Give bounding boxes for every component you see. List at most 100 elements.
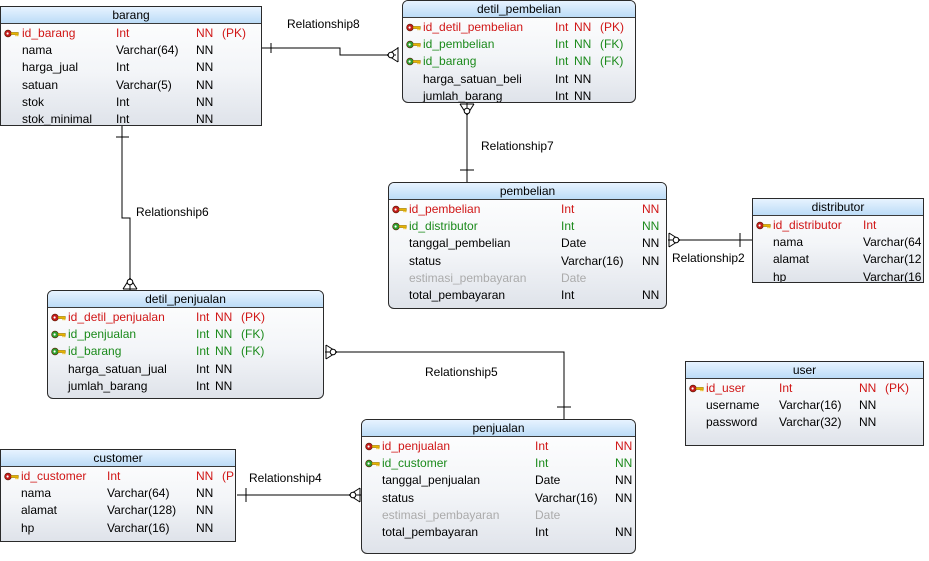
column-type: Date	[535, 473, 561, 488]
relationship2-line[interactable]	[668, 232, 752, 248]
primary-key-icon	[392, 205, 407, 214]
column-name: username	[706, 398, 760, 413]
customer-title: customer	[1, 450, 235, 467]
column-null: NN	[642, 219, 660, 234]
relationship4-line[interactable]	[237, 487, 361, 503]
column-name: nama	[22, 43, 53, 58]
relationship7-line[interactable]	[459, 103, 475, 182]
foreign-key-icon	[406, 58, 421, 66]
column-name: stok	[22, 94, 45, 109]
column-extra: (PK)	[600, 20, 624, 34]
column-null: NN	[574, 71, 592, 86]
column-type: Int	[555, 54, 569, 69]
primary-key-icon	[51, 313, 66, 322]
column-name: hp	[21, 520, 35, 535]
column-name: satuan	[22, 77, 59, 92]
relationship4-label: Relationship4	[249, 471, 322, 485]
detil_penjualan-title: detil_penjualan	[48, 291, 323, 308]
column-name: id_distributor	[773, 218, 842, 232]
column-name: alamat	[21, 503, 58, 518]
column-type: Int	[116, 94, 130, 109]
column-null: NN	[642, 236, 660, 251]
column-name: status	[382, 490, 415, 505]
column-name: id_customer	[382, 456, 448, 471]
column-name: stok_minimal	[22, 111, 93, 126]
column-type: Varchar(128)	[107, 503, 177, 518]
user-title: user	[686, 362, 923, 379]
column-type: Varchar(64)	[107, 486, 170, 501]
relationship6-line[interactable]	[116, 126, 138, 290]
column-type: Varchar(5)	[116, 77, 172, 92]
column-name: jumlah_barang	[423, 88, 503, 103]
column-type: Varchar(16)	[779, 398, 842, 413]
column-extra: (PK)	[885, 381, 909, 395]
column-name: password	[706, 415, 758, 430]
column-null: NN	[859, 398, 877, 413]
column-null: NN	[215, 327, 233, 342]
column-type: Varchar(64)	[116, 43, 179, 58]
relationship8-line[interactable]	[262, 43, 399, 63]
column-null: NN	[215, 361, 233, 376]
relationship5-line[interactable]	[325, 344, 571, 419]
column-type: Varchar(12	[863, 252, 922, 267]
column-extra: (FK)	[600, 54, 624, 69]
column-type: Varchar(16)	[107, 520, 170, 535]
foreign-key-icon	[406, 40, 421, 49]
column-null: NN	[859, 415, 877, 430]
foreign-key-icon	[392, 222, 407, 231]
column-type: Int	[555, 88, 569, 103]
primary-key-icon	[4, 472, 19, 481]
column-null: NN	[615, 490, 633, 505]
column-row[interactable]: username Varchar(16) NN	[686, 397, 923, 414]
primary-key-icon	[756, 221, 771, 230]
column-type: Varchar(64	[863, 235, 922, 250]
column-extra: (PI	[222, 469, 236, 483]
